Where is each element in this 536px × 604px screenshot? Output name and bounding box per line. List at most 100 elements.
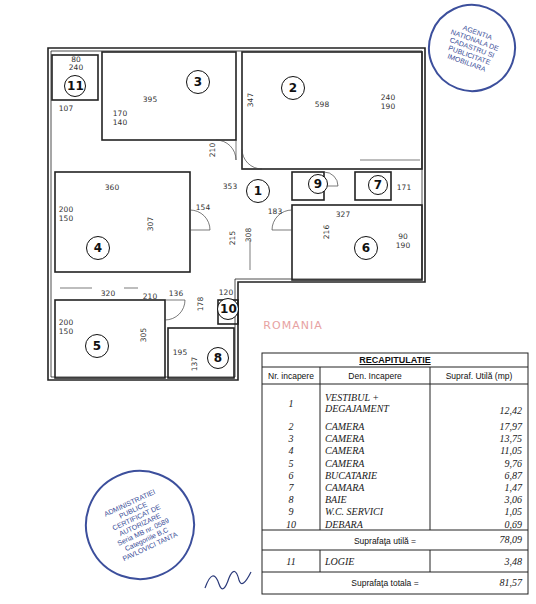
- room-callout: 4: [86, 236, 110, 260]
- dimension-label: 215: [228, 231, 237, 245]
- table-cell: 9,76: [505, 457, 523, 468]
- dimension-label: 240: [69, 63, 83, 72]
- dimension-label: 598: [315, 100, 329, 109]
- dimension-label: 347: [246, 93, 255, 107]
- dimension-label: 216: [322, 225, 331, 239]
- table-cell: W.C. SERVICI: [325, 506, 383, 517]
- table-cell: 11: [286, 556, 295, 567]
- room-callout: 2: [281, 76, 305, 100]
- table-cell: 1,05: [505, 506, 523, 517]
- dimension-label: 154: [196, 203, 210, 212]
- table-cell: 13,75: [500, 433, 523, 444]
- dimension-label: 170: [113, 109, 127, 118]
- room-callout: 7: [368, 175, 388, 195]
- table-cell: BAIE: [325, 494, 347, 505]
- table-cell: 9: [289, 506, 294, 517]
- table-cell: CAMARA: [325, 482, 364, 493]
- dimension-label: 150: [59, 214, 73, 223]
- dimension-label: 107: [59, 104, 73, 113]
- table-title: RECAPITULATIE: [359, 355, 430, 365]
- dimension-label: 190: [381, 102, 395, 111]
- room-callout: 10: [217, 298, 239, 320]
- dimension-label: 307: [146, 217, 155, 231]
- table-cell: 8: [289, 494, 294, 505]
- dimension-label: 90: [398, 232, 408, 241]
- room-callout: 6: [354, 236, 378, 260]
- table-cell: VESTIBUL + DEGAJAMENT: [325, 392, 425, 414]
- table-cell: 4: [289, 445, 294, 456]
- callout-number: 11: [67, 79, 83, 93]
- room-callout: 8: [207, 347, 229, 369]
- dimension-label: 171: [397, 183, 411, 192]
- table-cell: CAMERA: [325, 421, 364, 432]
- dimension-label: 360: [105, 183, 119, 192]
- dimension-label: 120: [219, 288, 233, 297]
- dimension-label: 210: [208, 143, 217, 157]
- table-cell: 7: [289, 482, 294, 493]
- table-cell: 6,87: [505, 469, 523, 480]
- dimension-label: 136: [169, 289, 183, 298]
- stamp-circle: AGENTIA NATIONALA DE CADASTRU SI PUBLICI…: [416, 0, 529, 104]
- table-cell: 11,05: [500, 445, 522, 456]
- table-cell: BUCATARIE: [325, 469, 377, 480]
- table-cell: 3: [289, 433, 294, 444]
- dimension-label: 137: [190, 357, 199, 371]
- table-cell: Suprafaţa totala =: [351, 578, 418, 588]
- table-header: Den. Incapere: [348, 371, 401, 381]
- table-cell: CAMERA: [325, 457, 364, 468]
- dimension-label: 240: [381, 93, 395, 102]
- room-callout: 3: [186, 70, 210, 94]
- table-cell: CAMERA: [325, 433, 364, 444]
- table-header: Nr. incapere: [268, 371, 314, 381]
- dimension-label: 80: [71, 55, 81, 64]
- callout-number: 5: [93, 339, 101, 353]
- dimension-label: 395: [143, 95, 157, 104]
- table-cell: 12,42: [500, 405, 523, 416]
- dimension-label: 200: [59, 205, 73, 214]
- dimension-label: 150: [59, 327, 73, 336]
- table-cell: 81,57: [500, 577, 523, 588]
- dimension-label: 183: [268, 207, 282, 216]
- dimension-label: 320: [101, 289, 115, 298]
- dimension-label: 200: [59, 318, 73, 327]
- table-cell: 1,47: [505, 482, 523, 493]
- callout-number: 3: [194, 75, 202, 89]
- dimension-label: 195: [173, 348, 187, 357]
- table-cell: 5: [289, 457, 294, 468]
- callout-number: 2: [289, 81, 297, 95]
- table-cell: 6: [289, 469, 294, 480]
- table-cell: LOGIE: [325, 556, 354, 567]
- dimension-label: 308: [244, 228, 253, 242]
- table-cell: CAMERA: [325, 445, 364, 456]
- callout-number: 7: [374, 178, 382, 192]
- room-callout: 11: [64, 75, 86, 97]
- dimension-label: 210: [143, 292, 157, 301]
- dimension-label: 327: [336, 210, 350, 219]
- callout-number: 8: [214, 351, 222, 365]
- stamp-text: AGENTIA NATIONALA DE CADASTRU SI PUBLICI…: [435, 18, 508, 77]
- callout-number: 10: [220, 302, 236, 316]
- room-callout: 9: [308, 174, 328, 194]
- room-callout: 1: [246, 179, 270, 203]
- stamp-circle: ADMINISTRATIEI PUBLICECERTIFICAT DE AUTO…: [67, 452, 213, 598]
- table-cell: 3,48: [505, 556, 523, 567]
- dimension-label: 178: [196, 297, 205, 311]
- room-callout: 5: [85, 334, 109, 358]
- table-cell: 1: [289, 398, 294, 409]
- callout-number: 4: [94, 241, 102, 255]
- table-cell: 78,09: [500, 534, 523, 545]
- dimension-label: 140: [113, 118, 127, 127]
- table-cell: DEBARA: [325, 518, 363, 529]
- table-cell: Suprafaţa utilă =: [354, 536, 416, 546]
- dimension-label: 353: [223, 182, 237, 191]
- table-cell: 2: [289, 421, 294, 432]
- table-cell: 3,06: [505, 494, 523, 505]
- callout-number: 1: [254, 184, 262, 198]
- table-cell: 0,69: [505, 518, 523, 529]
- table-header: Supraf. Utilă (mp): [446, 371, 513, 381]
- callout-number: 9: [314, 177, 322, 191]
- dimension-label: 190: [396, 241, 410, 250]
- dimension-label: 305: [139, 328, 148, 342]
- table-cell: 17,97: [500, 421, 523, 432]
- callout-number: 6: [362, 241, 370, 255]
